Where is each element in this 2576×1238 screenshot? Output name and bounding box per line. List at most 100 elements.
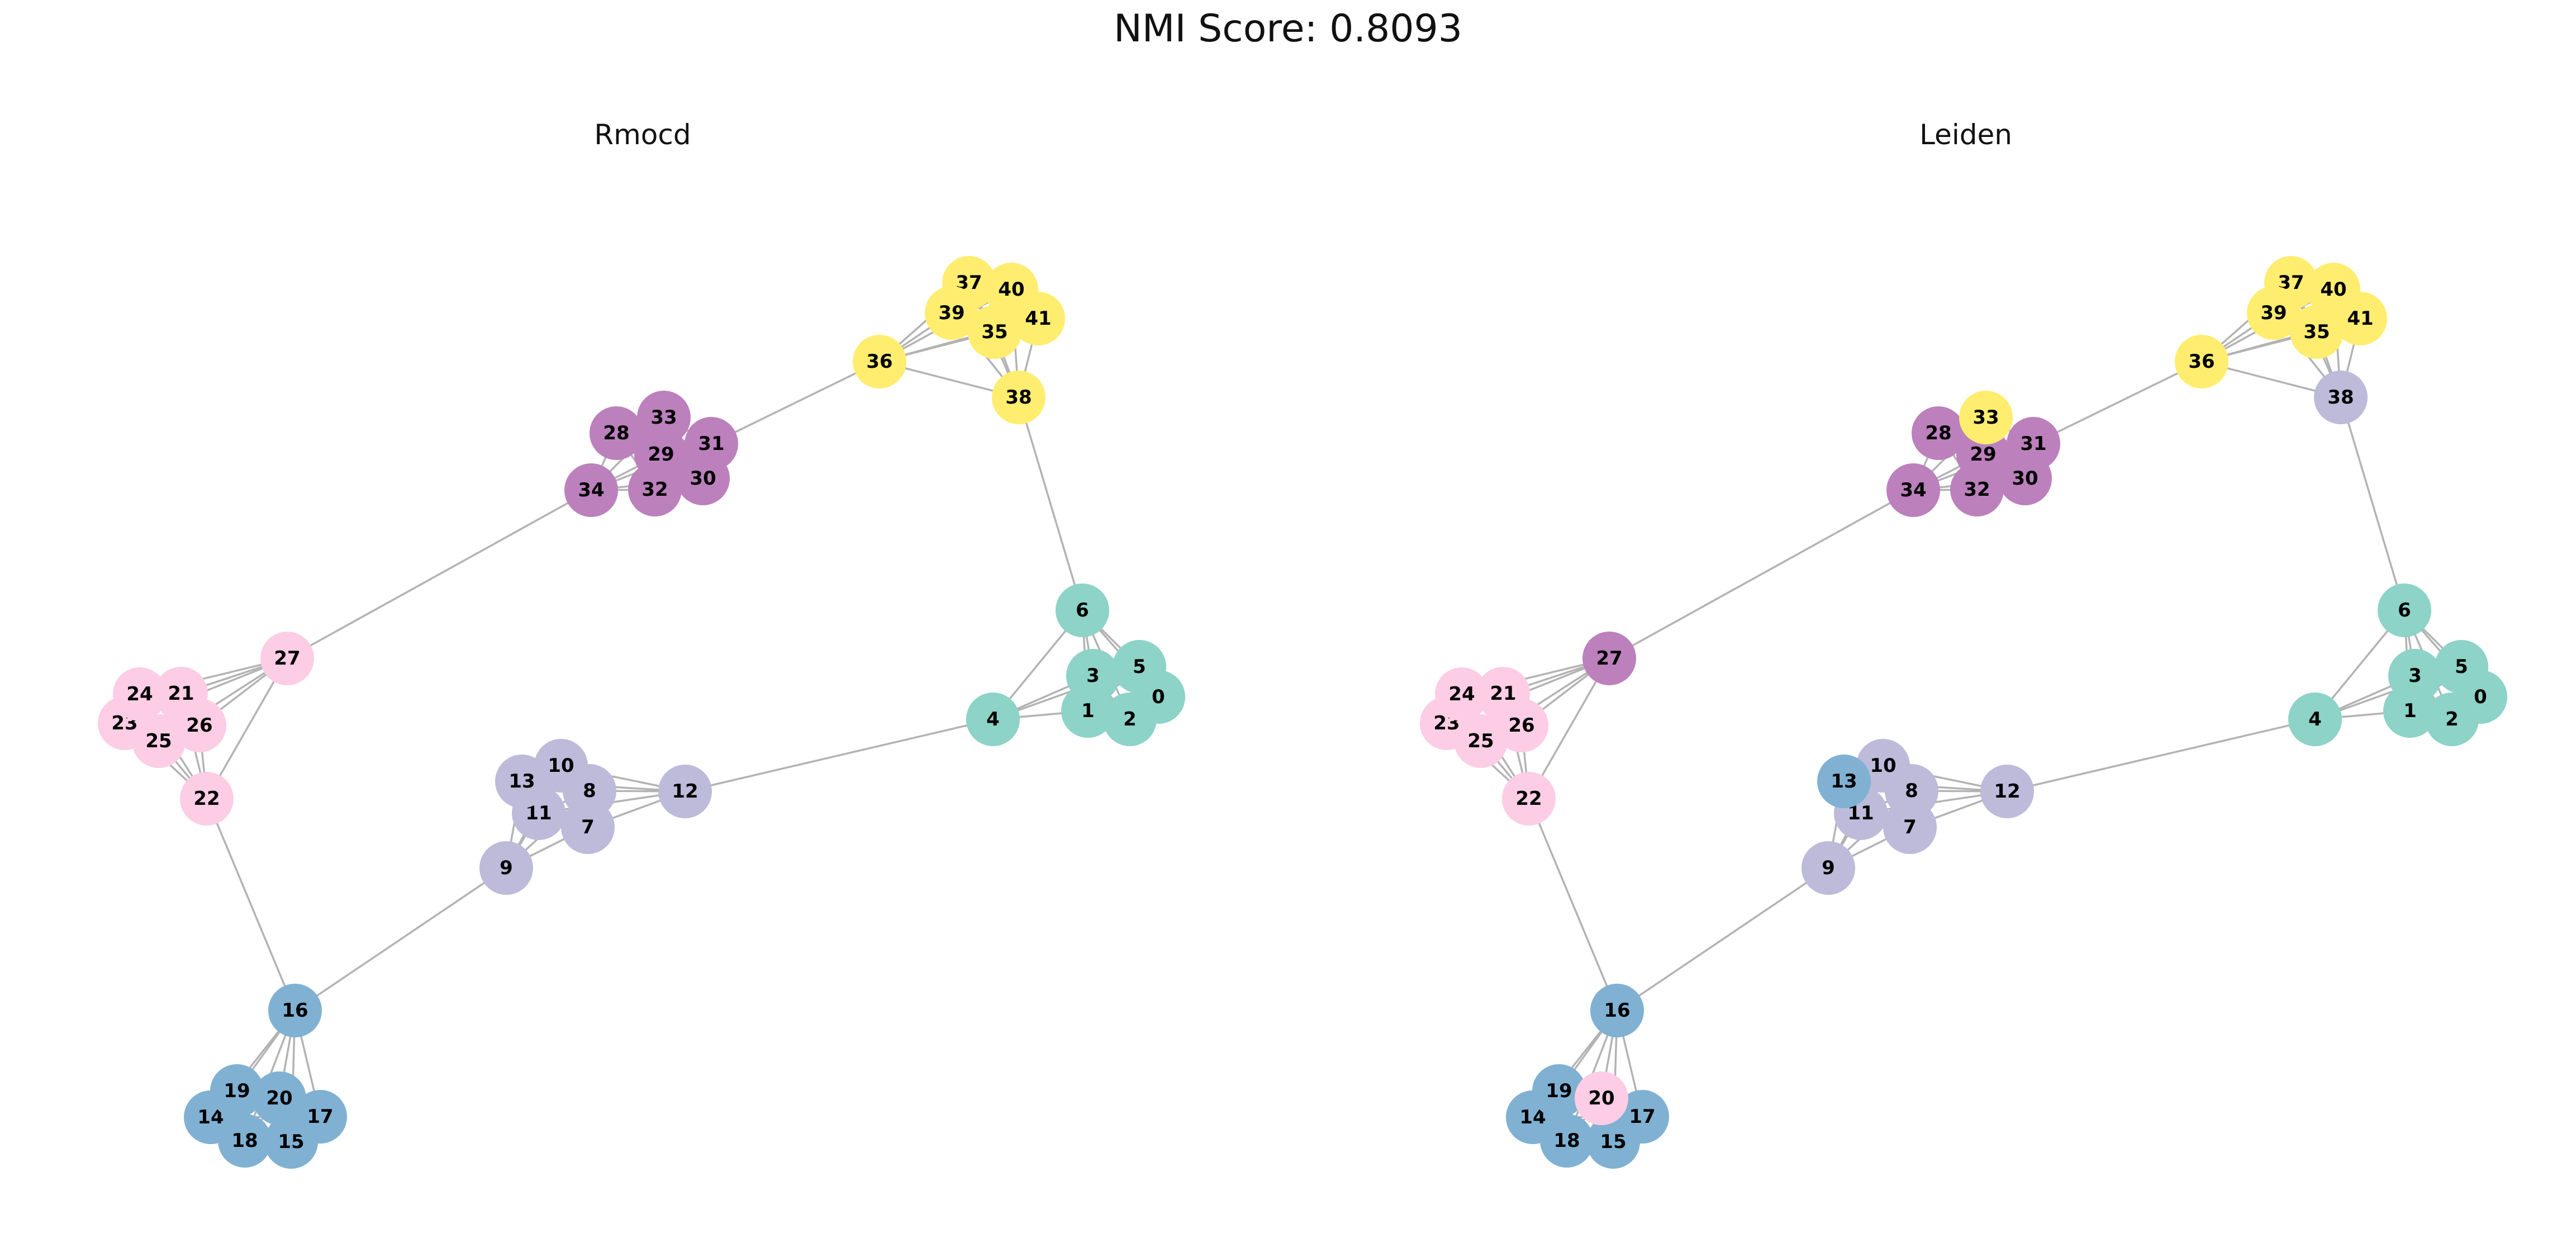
node-38: [992, 371, 1045, 424]
node-label-8: 8: [583, 780, 596, 802]
node-label-40: 40: [998, 278, 1024, 301]
node-label-25: 25: [145, 730, 172, 752]
node-label-34: 34: [1900, 479, 1926, 501]
node-label-35: 35: [2303, 321, 2330, 343]
node-label-32: 32: [1964, 478, 1990, 501]
node-12: [1980, 765, 2034, 818]
node-label-26: 26: [1508, 714, 1534, 737]
node-28: [590, 406, 643, 460]
node-24: [1435, 667, 1489, 721]
node-17: [293, 1090, 347, 1144]
node-label-10: 10: [548, 755, 574, 777]
node-label-22: 22: [1515, 788, 1542, 810]
node-label-10: 10: [1870, 755, 1896, 777]
node-label-30: 30: [2012, 467, 2038, 490]
node-label-29: 29: [1970, 443, 1996, 466]
node-label-41: 41: [1025, 307, 1051, 330]
edge-6-38: [2340, 397, 2406, 611]
node-label-25: 25: [1467, 730, 1494, 752]
node-31: [2007, 417, 2060, 471]
node-24: [113, 667, 167, 721]
node-20: [253, 1071, 306, 1125]
node-22: [1502, 772, 1556, 826]
node-label-5: 5: [2455, 656, 2468, 678]
node-label-33: 33: [650, 406, 677, 429]
node-41: [1011, 292, 1065, 345]
node-label-1: 1: [1081, 700, 1095, 722]
node-label-31: 31: [2020, 433, 2046, 455]
node-label-28: 28: [603, 422, 629, 444]
node-label-31: 31: [698, 433, 724, 455]
node-33: [1959, 391, 2013, 444]
node-17: [1615, 1090, 1669, 1144]
node-label-18: 18: [231, 1130, 258, 1152]
node-label-0: 0: [2474, 686, 2487, 708]
edge-9-16: [294, 867, 507, 1012]
node-36: [853, 335, 906, 388]
node-34: [564, 463, 618, 517]
node-label-18: 18: [1553, 1130, 1580, 1152]
node-16: [268, 984, 322, 1037]
node-label-39: 39: [2260, 302, 2287, 324]
node-label-32: 32: [641, 478, 668, 501]
node-5: [2435, 640, 2488, 694]
node-label-17: 17: [307, 1106, 333, 1128]
node-label-6: 6: [2398, 599, 2411, 622]
node-38: [2314, 371, 2368, 424]
edge-31-36: [711, 361, 880, 445]
node-16: [1590, 984, 1644, 1037]
node-label-15: 15: [278, 1131, 304, 1153]
node-6: [2378, 584, 2431, 637]
node-label-3: 3: [2408, 665, 2422, 687]
node-25: [1454, 714, 1508, 768]
node-35: [2290, 305, 2344, 359]
node-label-34: 34: [578, 479, 604, 501]
node-label-0: 0: [1152, 686, 1165, 708]
node-label-2: 2: [1123, 708, 1137, 731]
node-label-26: 26: [186, 714, 212, 737]
node-label-24: 24: [1448, 683, 1475, 705]
node-label-36: 36: [2188, 350, 2214, 373]
node-20: [1575, 1071, 1628, 1125]
node-label-13: 13: [508, 770, 535, 793]
edge-22-27: [1528, 658, 1610, 799]
node-13: [495, 755, 549, 808]
node-label-2: 2: [2445, 708, 2459, 731]
node-12: [658, 765, 712, 818]
edge-4-12: [2007, 718, 2316, 793]
node-41: [2333, 292, 2387, 345]
node-2: [1103, 692, 1157, 746]
node-28: [1912, 406, 1965, 460]
node-label-6: 6: [1076, 599, 1089, 622]
panel-title-rmocd: Rmocd: [594, 118, 691, 151]
node-label-12: 12: [672, 780, 698, 803]
node-label-27: 27: [274, 647, 300, 670]
node-label-9: 9: [500, 857, 513, 879]
edge-22-27: [206, 658, 288, 799]
node-label-7: 7: [581, 816, 595, 838]
node-26: [1495, 699, 1548, 752]
node-3: [2388, 649, 2442, 703]
node-label-38: 38: [1005, 386, 1032, 409]
node-27: [1582, 632, 1636, 685]
edge-16-22: [1528, 798, 1618, 1011]
node-label-20: 20: [266, 1087, 292, 1109]
node-34: [1886, 463, 1940, 517]
node-31: [685, 417, 738, 471]
node-35: [968, 305, 1021, 359]
node-label-35: 35: [981, 321, 1007, 343]
node-label-30: 30: [690, 467, 716, 490]
node-33: [637, 391, 691, 444]
node-label-29: 29: [648, 443, 674, 466]
node-label-4: 4: [986, 708, 1000, 731]
node-label-5: 5: [1133, 656, 1146, 678]
node-13: [1817, 755, 1871, 808]
node-18: [218, 1114, 272, 1168]
node-22: [180, 772, 234, 826]
node-3: [1066, 649, 1120, 703]
node-39: [925, 286, 978, 340]
node-label-17: 17: [1629, 1106, 1655, 1128]
edge-16-22: [206, 798, 296, 1011]
